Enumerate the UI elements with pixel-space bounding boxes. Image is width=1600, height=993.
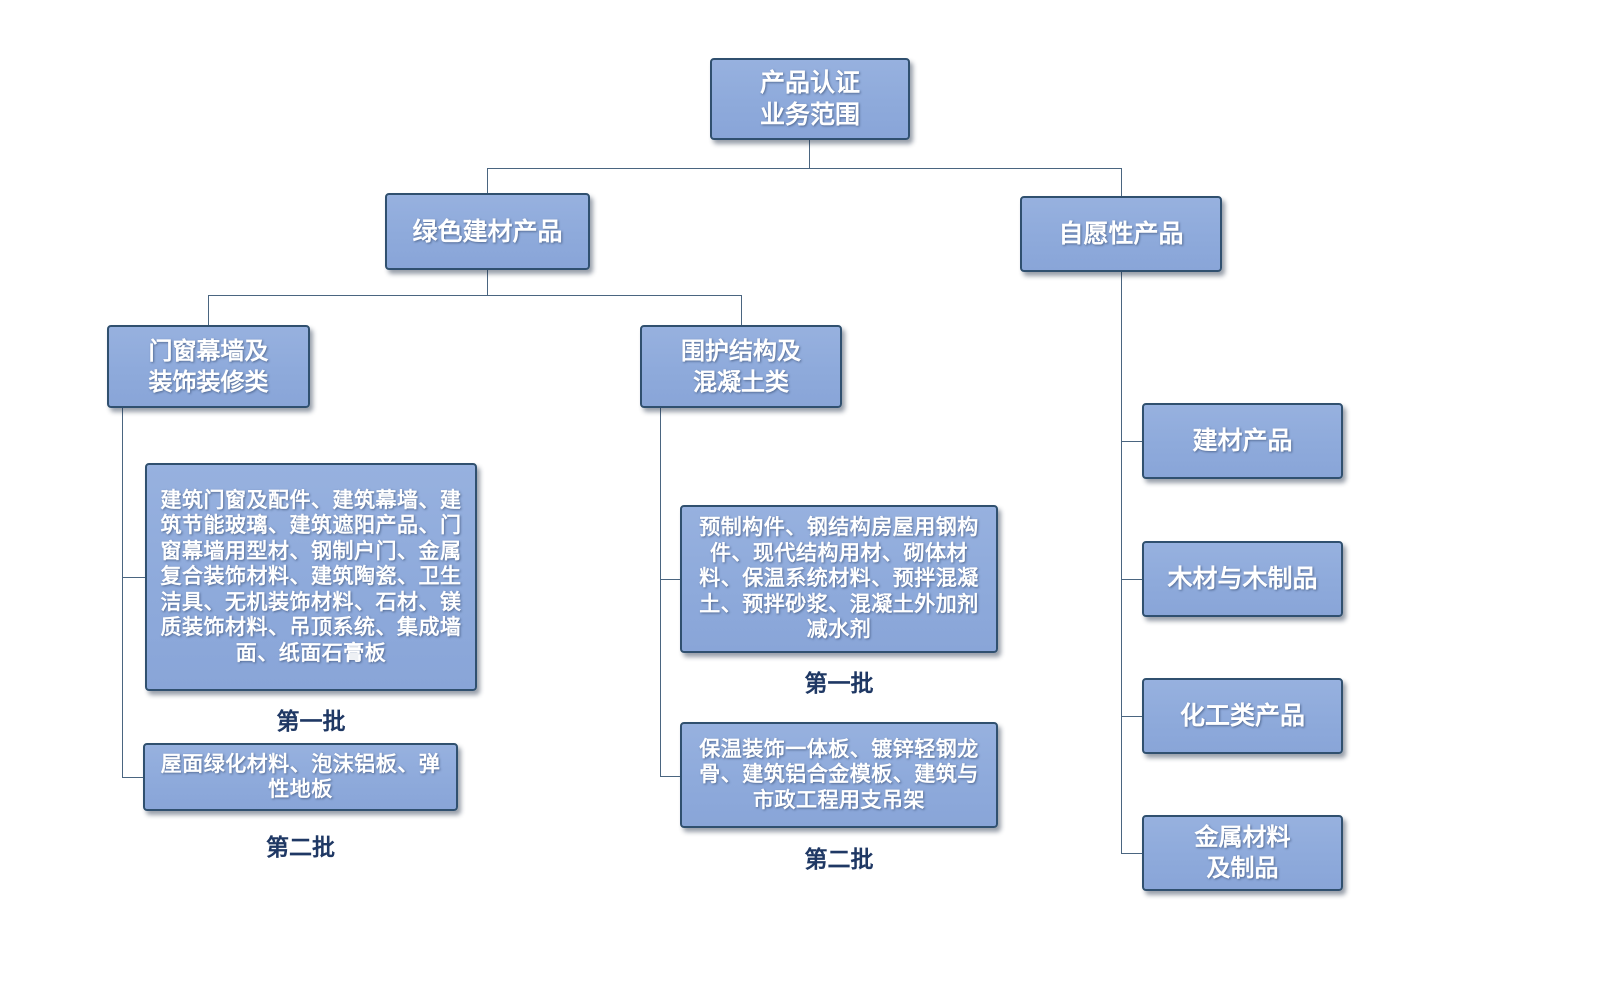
connector-voluntary-child3-stub [1121,716,1142,717]
connector-doors-batch2-stub [122,777,143,778]
connector-doors-drop [208,295,209,325]
node-green-building-materials: 绿色建材产品 [385,193,590,270]
label-envelope-batch2: 第二批 [804,846,874,872]
connector-envelope-spine [660,408,661,776]
label-doors-batch1: 第一批 [276,708,346,734]
connector-green-drop [487,168,488,193]
node-root-product-certification-scope: 产品认证 业务范围 [710,58,910,140]
label-envelope-batch1: 第一批 [804,670,874,696]
node-voluntary-products: 自愿性产品 [1020,196,1222,272]
label-doors-batch2: 第二批 [266,834,335,860]
connector-root-down [809,140,810,168]
node-doors-batch2-products: 屋面绿化材料、泡沫铝板、弹性地板 [143,743,458,811]
connector-voluntary-drop [1121,168,1122,196]
node-chemical-products: 化工类产品 [1142,678,1343,754]
connector-doors-spine [122,408,123,777]
node-building-material-products: 建材产品 [1142,403,1343,479]
connector-voluntary-child1-stub [1121,441,1142,442]
node-envelope-batch2-products: 保温装饰一体板、镀锌轻钢龙骨、建筑铝合金模板、建筑与市政工程用支吊架 [680,722,998,828]
connector-voluntary-child4-stub [1121,853,1142,854]
connector-green-down [487,270,488,295]
connector-doors-batch1-stub [122,577,145,578]
connector-envelope-batch1-stub [660,579,680,580]
node-envelope-structure-concrete: 围护结构及 混凝土类 [640,325,842,408]
connector-voluntary-spine [1121,272,1122,853]
connector-level2-rail [208,295,741,296]
connector-voluntary-child2-stub [1121,579,1142,580]
node-doors-batch1-products: 建筑门窗及配件、建筑幕墙、建筑节能玻璃、建筑遮阳产品、门窗幕墙用型材、钢制户门、… [145,463,477,691]
node-metal-materials-and-products: 金属材料 及制品 [1142,815,1343,891]
node-doors-windows-curtainwall-decoration: 门窗幕墙及 装饰装修类 [107,325,310,408]
connector-level1-rail [487,168,1121,169]
node-wood-and-wood-products: 木材与木制品 [1142,541,1343,617]
node-envelope-batch1-products: 预制构件、钢结构房屋用钢构件、现代结构用材、砌体材料、保温系统材料、预拌混凝土、… [680,505,998,653]
connector-envelope-drop [741,295,742,325]
connector-envelope-batch2-stub [660,776,680,777]
